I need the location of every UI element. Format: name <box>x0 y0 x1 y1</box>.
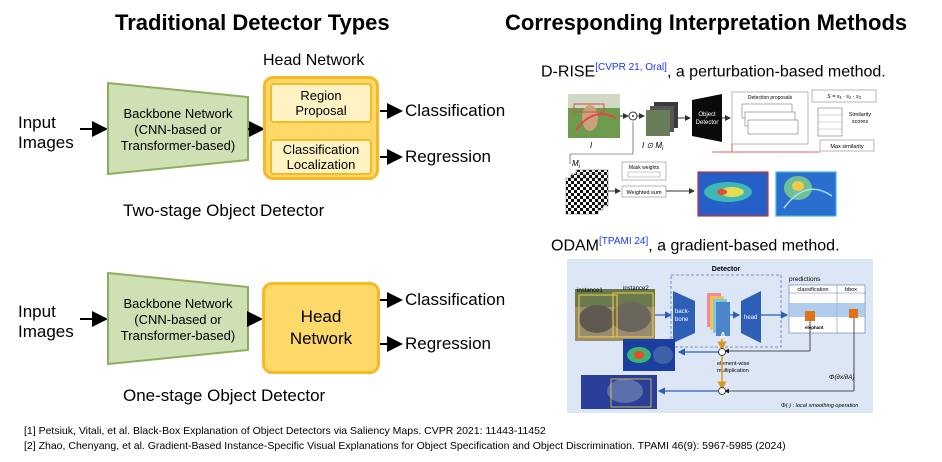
drise-mi-label: Mi <box>572 159 581 170</box>
two-stage-regression-label: Regression <box>405 147 491 166</box>
reference-1: [1] Petsiuk, Vitali, et al. Black-Box Ex… <box>24 425 546 437</box>
odam-name: ODAM <box>551 237 599 255</box>
drise-object-detector <box>692 94 722 142</box>
svg-text:scores: scores <box>852 119 868 125</box>
one-stage-connectors <box>80 271 403 366</box>
svg-text:Detection proposals: Detection proposals <box>748 95 793 101</box>
svg-text:Detector: Detector <box>696 120 719 126</box>
one-stage-caption: One-stage Object Detector <box>123 386 326 405</box>
odam-backbone <box>673 291 695 343</box>
odam-bbox-cell <box>849 309 858 318</box>
odam-head <box>741 291 761 343</box>
svg-text:multiplication: multiplication <box>717 368 749 374</box>
odam-instance1-label: instance1 <box>577 288 603 294</box>
one-stage-backbone-trapezoid <box>107 271 249 366</box>
drise-figure: I I ⊙ Mi Object Detector Detection propo… <box>565 89 877 217</box>
odam-multiply-node-1 <box>718 348 726 356</box>
odam-instance2-label: instance2 <box>623 286 649 292</box>
svg-text:bone: bone <box>675 317 689 323</box>
right-title: Corresponding Interpretation Methods <box>505 10 908 35</box>
two-stage-caption: Two-stage Object Detector <box>123 201 325 220</box>
drise-weighted-sum: Weighted sum <box>626 190 661 196</box>
drise-description: , a perturbation-based method. <box>666 63 886 81</box>
two-stage-head-title: Head Network <box>263 52 365 69</box>
odam-citation: [TPAMI 24] <box>599 236 649 247</box>
backbone-trapezoid <box>107 81 249 176</box>
odam-multiply-node-2 <box>718 387 726 395</box>
drise-masked-label: I ⊙ Mi <box>642 141 664 152</box>
drise-heading: D-RISE[CVPR 21, Oral], a perturbation-ba… <box>541 62 886 81</box>
odam-figure: Detector instance1 instance2 back- bone … <box>567 259 873 413</box>
two-stage-classification-label: Classification <box>405 101 506 120</box>
odam-detector-label: Detector <box>712 266 741 273</box>
svg-text:Object: Object <box>698 112 716 118</box>
drise-max-similarity: Max similarity <box>830 144 864 150</box>
drise-citation: [CVPR 21, Oral] <box>595 62 667 73</box>
odam-class-cell <box>805 311 815 321</box>
svg-text:back-: back- <box>675 309 690 315</box>
svg-text:element-wise: element-wise <box>717 361 749 367</box>
odam-description: , a gradient-based method. <box>648 237 840 255</box>
left-title: Traditional Detector Types <box>115 10 390 35</box>
odam-feature-map <box>716 302 730 336</box>
svg-text:Similarity: Similarity <box>849 112 872 118</box>
drise-i-label: I <box>590 141 593 150</box>
drise-masked-images <box>646 110 670 136</box>
one-stage-regression-label: Regression <box>405 334 491 353</box>
svg-text:classification: classification <box>797 287 828 293</box>
svg-text:bbox: bbox <box>845 287 857 293</box>
drise-mask-weights: Mask weights <box>629 165 660 171</box>
drise-random-masks <box>565 177 599 215</box>
drise-formula: S = s₁ · s₂ · s₃ <box>827 94 862 100</box>
svg-text:head: head <box>744 315 757 321</box>
odam-phi-formula: Φ(∂x/∂A) <box>829 374 855 381</box>
odam-predictions-label: predictions <box>789 276 821 283</box>
odam-phi-note: Φ(·) : local smoothing operation <box>781 403 858 409</box>
one-stage-classification-label: Classification <box>405 290 506 309</box>
drise-name: D-RISE <box>541 63 596 81</box>
svg-text:elephant: elephant <box>805 325 824 330</box>
odam-heading: ODAM[TPAMI 24], a gradient-based method. <box>551 236 840 255</box>
odam-a-label: A <box>720 331 726 340</box>
reference-2: [2] Zhao, Chenyang, et al. Gradient-Base… <box>24 440 786 452</box>
